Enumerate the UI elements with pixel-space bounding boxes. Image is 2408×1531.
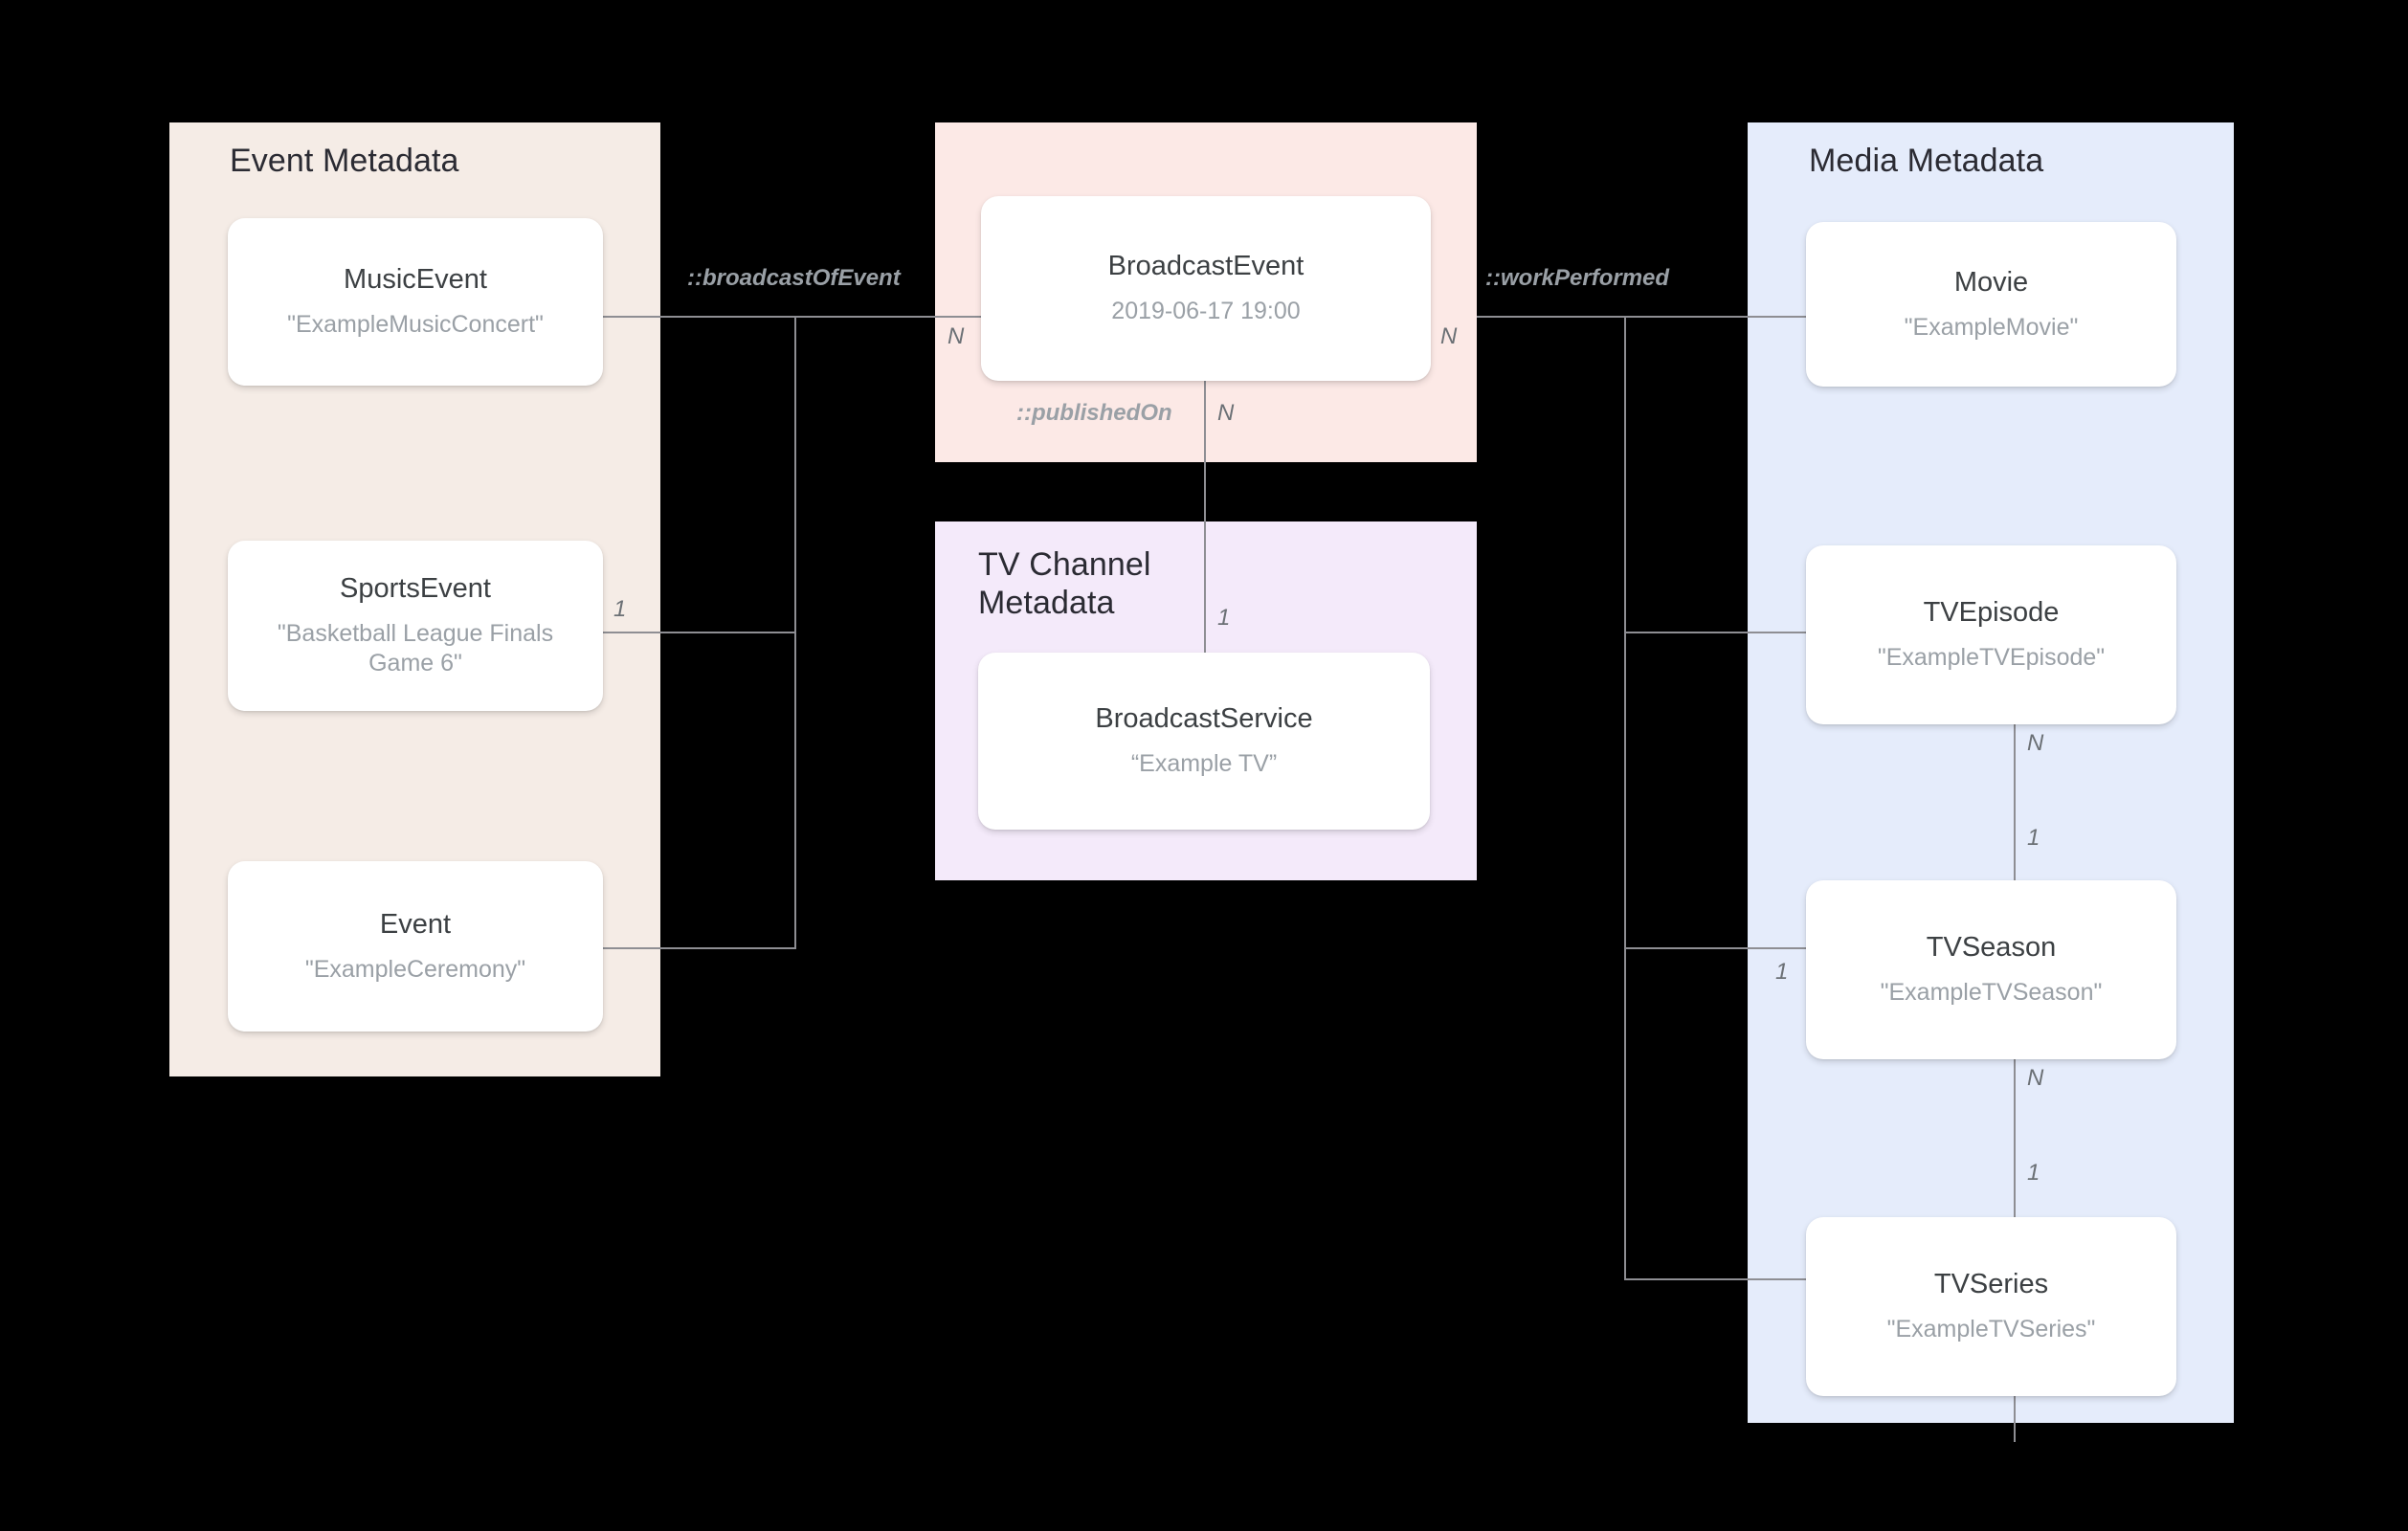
edge-trunk-to-broadcastevent — [603, 316, 981, 318]
card-tv-series[interactable]: TVSeries "ExampleTVSeries" — [1806, 1217, 2176, 1396]
card-value: “Example TV” — [1130, 750, 1278, 778]
cardinality-work-n: N — [1440, 323, 1458, 349]
cardinality-published-n: N — [1217, 400, 1235, 426]
card-value: "ExampleTVSeason" — [1880, 979, 2103, 1007]
card-title: TVSeries — [1933, 1269, 2049, 1300]
edge-publishedon-vertical — [1204, 381, 1206, 653]
cardinality-season-one: 1 — [2027, 1160, 2040, 1186]
card-value: "ExampleMovie" — [1904, 313, 2079, 341]
edge-left-inner-vertical — [794, 316, 796, 947]
card-value: "ExampleMusicConcert" — [287, 311, 544, 339]
cardinality-episode-n: N — [2027, 730, 2044, 756]
cardinality-season-left-one: 1 — [1775, 959, 1789, 985]
card-title: Event — [379, 908, 452, 940]
edge-trunk-to-tvseries — [1624, 1278, 1806, 1280]
cardinality-episode-one: 1 — [2027, 825, 2040, 851]
card-tv-season[interactable]: TVSeason "ExampleTVSeason" — [1806, 880, 2176, 1059]
card-value: "ExampleCeremony" — [304, 955, 526, 983]
card-sports-event[interactable]: SportsEvent "Basketball League Finals Ga… — [228, 541, 603, 711]
edge-event-to-trunk — [602, 947, 796, 949]
card-title: SportsEvent — [340, 573, 491, 605]
cardinality-published-one: 1 — [1217, 605, 1231, 631]
cardinality-season-n: N — [2027, 1065, 2044, 1091]
edge-label-broadcast-of-event: ::broadcastOfEvent — [687, 265, 901, 291]
card-title: TVEpisode — [1923, 597, 2060, 629]
cardinality-broadcast-n: N — [948, 323, 965, 349]
card-title: Movie — [1953, 266, 2029, 298]
group-title-media-metadata: Media Metadata — [1809, 143, 2044, 179]
group-title-event-metadata: Event Metadata — [230, 143, 459, 179]
edge-label-published-on: ::publishedOn — [1016, 400, 1172, 426]
edge-trunk-to-tvseason — [1624, 947, 1806, 949]
card-broadcast-event[interactable]: BroadcastEvent 2019-06-17 19:00 — [981, 196, 1431, 381]
card-value: 2019-06-17 19:00 — [1111, 298, 1301, 325]
card-title: BroadcastService — [1095, 703, 1313, 735]
card-value: "ExampleTVEpisode" — [1877, 644, 2106, 672]
card-broadcast-service[interactable]: BroadcastService “Example TV” — [978, 653, 1430, 830]
card-title: BroadcastEvent — [1107, 251, 1304, 282]
group-title-tv-channel-metadata: TV Channel Metadata — [978, 546, 1151, 622]
card-tv-episode[interactable]: TVEpisode "ExampleTVEpisode" — [1806, 545, 2176, 724]
cardinality-sports-one: 1 — [613, 596, 627, 622]
card-value: "ExampleTVSeries" — [1886, 1316, 2096, 1343]
card-value: "Basketball League Finals Game 6" — [277, 620, 554, 677]
edge-sportsevent-to-trunk — [602, 632, 796, 633]
card-title: MusicEvent — [344, 264, 487, 296]
card-event[interactable]: Event "ExampleCeremony" — [228, 861, 603, 1032]
edge-media-trunk-vertical — [1624, 316, 1626, 1278]
edge-trunk-to-tvepisode — [1624, 632, 1806, 633]
card-music-event[interactable]: MusicEvent "ExampleMusicConcert" — [228, 218, 603, 386]
card-title: TVSeason — [1926, 932, 2057, 964]
card-movie[interactable]: Movie "ExampleMovie" — [1806, 222, 2176, 387]
edge-label-work-performed: ::workPerformed — [1485, 265, 1670, 291]
edge-trunk-to-movie — [1624, 316, 1806, 318]
